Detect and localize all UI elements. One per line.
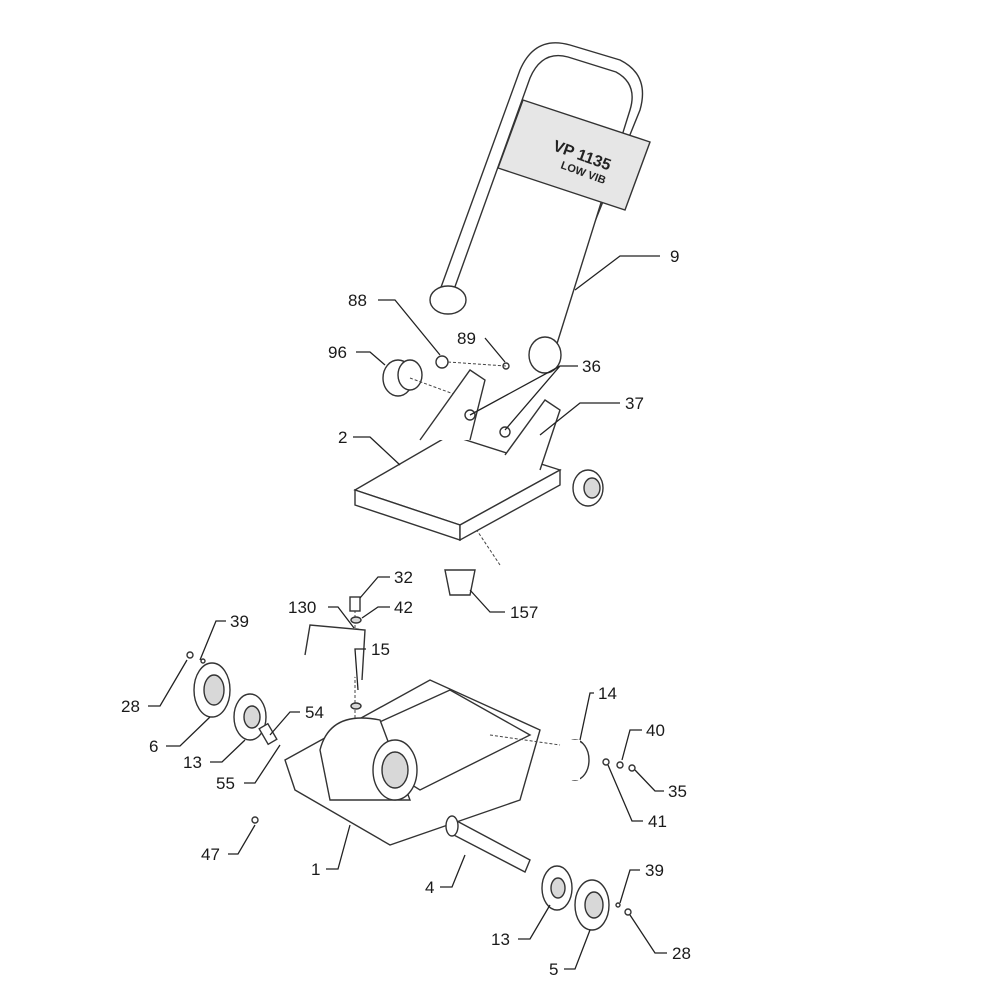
label-6: 6 (149, 737, 158, 756)
part-bolt-32[interactable] (349, 596, 361, 612)
label-15: 15 (371, 640, 390, 659)
part-bearing-13b[interactable] (541, 865, 573, 911)
label-14: 14 (598, 684, 617, 703)
label-2: 2 (338, 428, 347, 447)
label-28: 28 (121, 697, 140, 716)
label-55: 55 (216, 774, 235, 793)
label-47: 47 (201, 845, 220, 864)
part-labels: 9 88 89 96 36 37 2 32 130 42 157 15 39 2… (121, 247, 691, 979)
part-54[interactable] (258, 722, 278, 746)
label-36: 36 (582, 357, 601, 376)
label-54: 54 (305, 703, 324, 722)
label-42: 42 (394, 598, 413, 617)
label-39: 39 (230, 612, 249, 631)
part-lifting-handle[interactable] (304, 624, 366, 681)
label-4: 4 (425, 878, 434, 897)
leader-lines (148, 255, 667, 970)
label-130: 130 (288, 598, 316, 617)
label-13b: 13 (491, 930, 510, 949)
label-35: 35 (668, 782, 687, 801)
label-88: 88 (348, 291, 367, 310)
label-96: 96 (328, 343, 347, 362)
label-9: 9 (670, 247, 679, 266)
part-handle[interactable]: VP 1135 LOW VIB (429, 42, 651, 374)
part-rubber-buffer-96[interactable] (382, 359, 604, 507)
part-handle-bracket[interactable] (353, 369, 562, 542)
label-1: 1 (311, 860, 320, 879)
part-shaft-4[interactable] (445, 815, 531, 873)
label-40: 40 (646, 721, 665, 740)
part-flange-5[interactable] (574, 879, 610, 931)
label-13: 13 (183, 753, 202, 772)
part-exciter-14[interactable] (560, 739, 590, 781)
part-88[interactable] (435, 355, 449, 369)
part-bearing-13[interactable] (233, 693, 267, 741)
label-39b: 39 (645, 861, 664, 880)
label-37: 37 (625, 394, 644, 413)
label-41: 41 (648, 812, 667, 831)
label-28b: 28 (672, 944, 691, 963)
part-flange-6[interactable] (193, 662, 231, 718)
part-base-plate[interactable] (284, 679, 541, 846)
label-5: 5 (549, 960, 558, 979)
part-rubber-foot[interactable] (444, 569, 476, 596)
label-157: 157 (510, 603, 538, 622)
label-32: 32 (394, 568, 413, 587)
label-89: 89 (457, 329, 476, 348)
